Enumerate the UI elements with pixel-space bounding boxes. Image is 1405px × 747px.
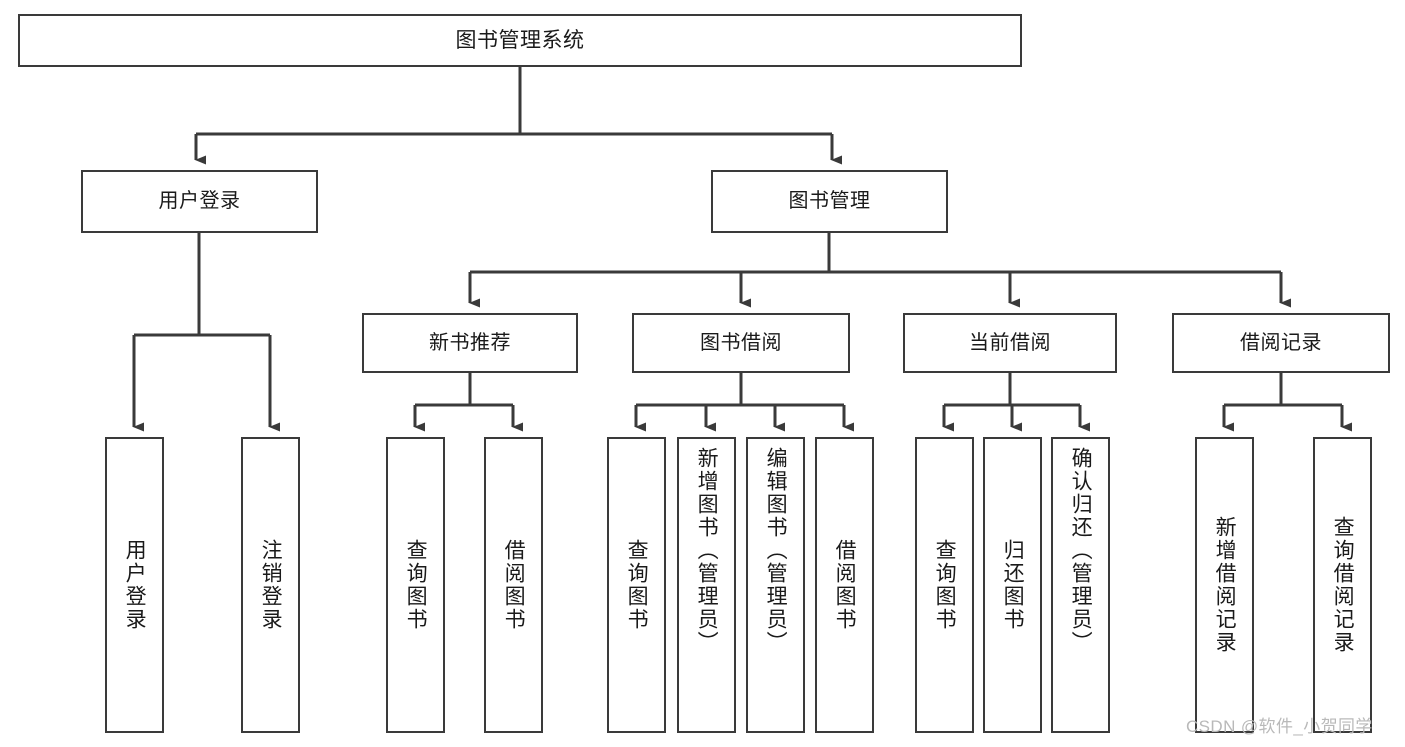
- node-label: 确认归还（管理员）: [1069, 447, 1093, 654]
- node-label: 用户登录: [158, 190, 241, 213]
- node-label: 查询图书: [933, 539, 957, 631]
- node-leaf-return-book[interactable]: 归还图书: [983, 437, 1042, 733]
- node-borrow-record[interactable]: 借阅记录: [1172, 313, 1390, 373]
- node-leaf-query-book-1[interactable]: 查询图书: [386, 437, 445, 733]
- node-current-borrow[interactable]: 当前借阅: [903, 313, 1117, 373]
- node-user-login[interactable]: 用户登录: [81, 170, 318, 233]
- node-label: 新增图书（管理员）: [695, 447, 719, 654]
- node-leaf-confirm-return-admin[interactable]: 确认归还（管理员）: [1051, 437, 1110, 733]
- node-leaf-query-book-3[interactable]: 查询图书: [915, 437, 974, 733]
- csdn-watermark: CSDN @软件_小贺同学: [1186, 717, 1373, 736]
- node-new-book-recommendation[interactable]: 新书推荐: [362, 313, 578, 373]
- node-label: 新增借阅记录: [1213, 516, 1237, 654]
- node-label: 借阅图书: [833, 539, 857, 631]
- node-label: 图书管理系统: [455, 28, 585, 52]
- node-leaf-user-login[interactable]: 用户登录: [105, 437, 164, 733]
- node-leaf-add-borrow-record[interactable]: 新增借阅记录: [1195, 437, 1254, 733]
- node-label: 编辑图书（管理员）: [764, 447, 788, 654]
- node-label: 当前借阅: [969, 331, 1051, 354]
- node-label: 归还图书: [1001, 539, 1025, 631]
- node-book-management[interactable]: 图书管理: [711, 170, 948, 233]
- node-leaf-borrow-book-2[interactable]: 借阅图书: [815, 437, 874, 733]
- node-label: 用户登录: [123, 539, 147, 631]
- node-label: 图书管理: [788, 190, 871, 213]
- node-label: 注销登录: [259, 539, 283, 631]
- node-label: 图书借阅: [700, 331, 782, 354]
- node-label: 查询借阅记录: [1331, 516, 1355, 654]
- node-leaf-logout[interactable]: 注销登录: [241, 437, 300, 733]
- node-root-book-management-system[interactable]: 图书管理系统: [18, 14, 1022, 67]
- node-label: 查询图书: [625, 539, 649, 631]
- node-label: 借阅记录: [1240, 331, 1322, 354]
- node-leaf-borrow-book-1[interactable]: 借阅图书: [484, 437, 543, 733]
- node-leaf-query-book-2[interactable]: 查询图书: [607, 437, 666, 733]
- node-leaf-add-book-admin[interactable]: 新增图书（管理员）: [677, 437, 736, 733]
- node-label: 查询图书: [404, 539, 428, 631]
- node-book-borrow[interactable]: 图书借阅: [632, 313, 850, 373]
- node-leaf-query-borrow-record[interactable]: 查询借阅记录: [1313, 437, 1372, 733]
- node-leaf-edit-book-admin[interactable]: 编辑图书（管理员）: [746, 437, 805, 733]
- node-label: 新书推荐: [429, 331, 511, 354]
- node-label: 借阅图书: [502, 539, 526, 631]
